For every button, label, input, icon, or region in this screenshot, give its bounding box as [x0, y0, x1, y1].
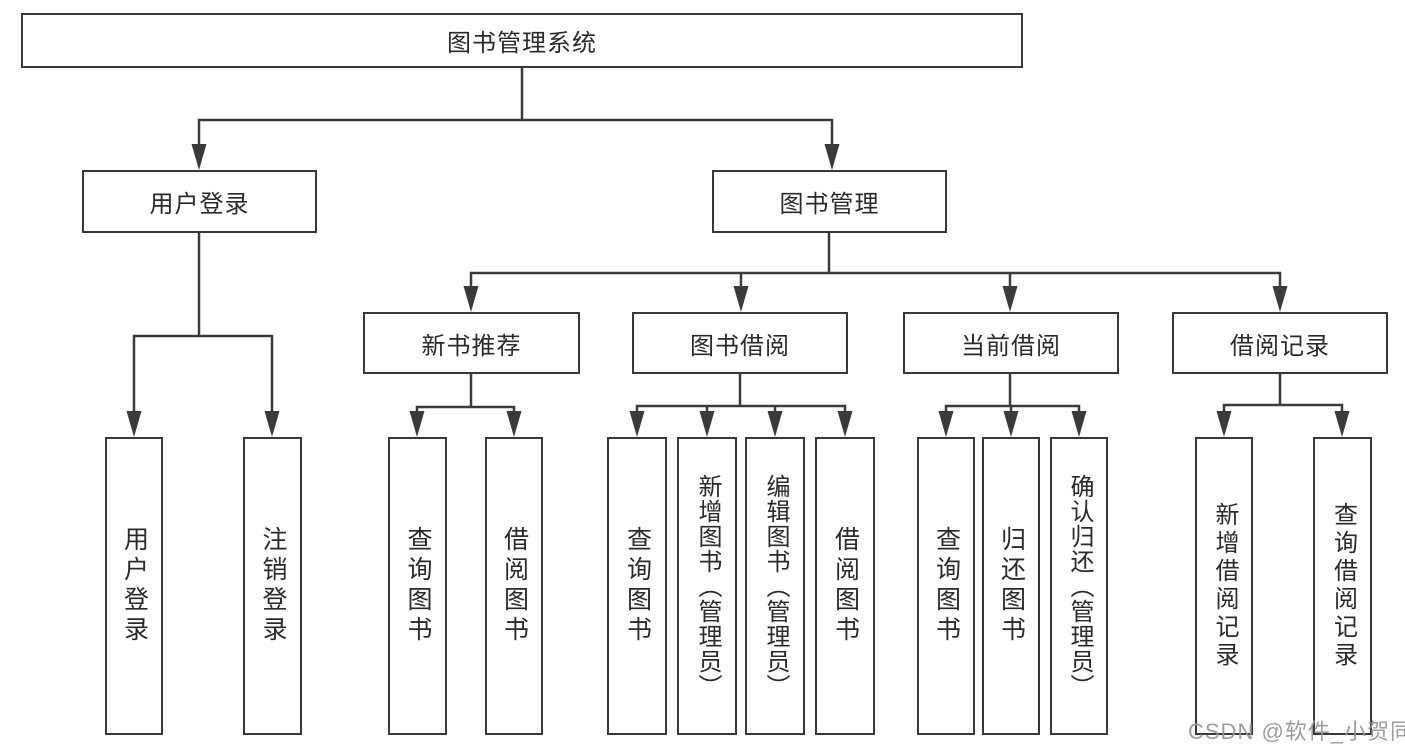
watermark: CSDN @软件_小贺同学 — [1188, 719, 1405, 744]
arrow-down-icon — [938, 411, 954, 437]
arrow-down-icon — [264, 411, 280, 437]
arrow-down-icon — [463, 286, 479, 312]
arrow-down-icon — [409, 411, 425, 437]
connector-current-to-leaves — [944, 374, 1081, 419]
arrow-down-icon — [1002, 286, 1018, 312]
arrow-down-icon — [699, 411, 715, 437]
arrow-down-icon — [629, 411, 645, 437]
node-leaf-add-books-admin: 新增图书（管理员） — [677, 437, 737, 735]
arrow-down-icon — [767, 411, 783, 437]
arrow-down-icon — [191, 144, 207, 170]
arrow-down-icon — [1216, 411, 1232, 437]
connector-borrow-to-leaves — [635, 374, 847, 419]
node-leaf-add-borrow-record: 新增借阅记录 — [1195, 437, 1253, 735]
node-new-book-recommend: 新书推荐 — [363, 312, 580, 374]
node-leaf-query-books-3: 查询图书 — [917, 437, 975, 735]
node-leaf-borrow-books-2: 借阅图书 — [815, 437, 875, 735]
connector-records-to-leaves — [1222, 374, 1344, 419]
connector-root-to-level2 — [197, 68, 834, 151]
node-leaf-borrow-books-1: 借阅图书 — [485, 437, 543, 735]
node-leaf-query-borrow-record: 查询借阅记录 — [1313, 437, 1372, 735]
arrow-down-icon — [126, 411, 142, 437]
arrow-down-icon — [1334, 411, 1350, 437]
arrow-down-icon — [1272, 286, 1288, 312]
connector-userlogin-to-leaves — [132, 233, 274, 418]
arrow-down-icon — [506, 411, 522, 437]
node-leaf-return-books: 归还图书 — [982, 437, 1040, 735]
node-leaf-query-books-1: 查询图书 — [388, 437, 447, 735]
node-leaf-edit-books-admin: 编辑图书（管理员） — [745, 437, 805, 735]
node-user-login: 用户登录 — [82, 170, 317, 233]
arrow-down-icon — [837, 411, 853, 437]
node-leaf-query-books-2: 查询图书 — [607, 437, 667, 735]
arrow-down-icon — [824, 144, 840, 170]
node-book-borrow: 图书借阅 — [632, 312, 848, 374]
node-borrow-records: 借阅记录 — [1172, 312, 1388, 374]
connector-newbook-to-leaves — [415, 374, 516, 419]
arrow-down-icon — [1003, 411, 1019, 437]
node-leaf-logout: 注销登录 — [243, 437, 302, 735]
node-leaf-user-login: 用户登录 — [105, 437, 163, 735]
node-book-management: 图书管理 — [712, 170, 947, 233]
node-current-borrow: 当前借阅 — [903, 312, 1119, 374]
connector-bookmgmt-to-level3 — [469, 233, 1282, 293]
arrow-down-icon — [1071, 411, 1087, 437]
node-root: 图书管理系统 — [21, 13, 1023, 68]
arrow-down-icon — [733, 286, 749, 312]
node-leaf-confirm-return-admin: 确认归还（管理员） — [1050, 437, 1108, 735]
